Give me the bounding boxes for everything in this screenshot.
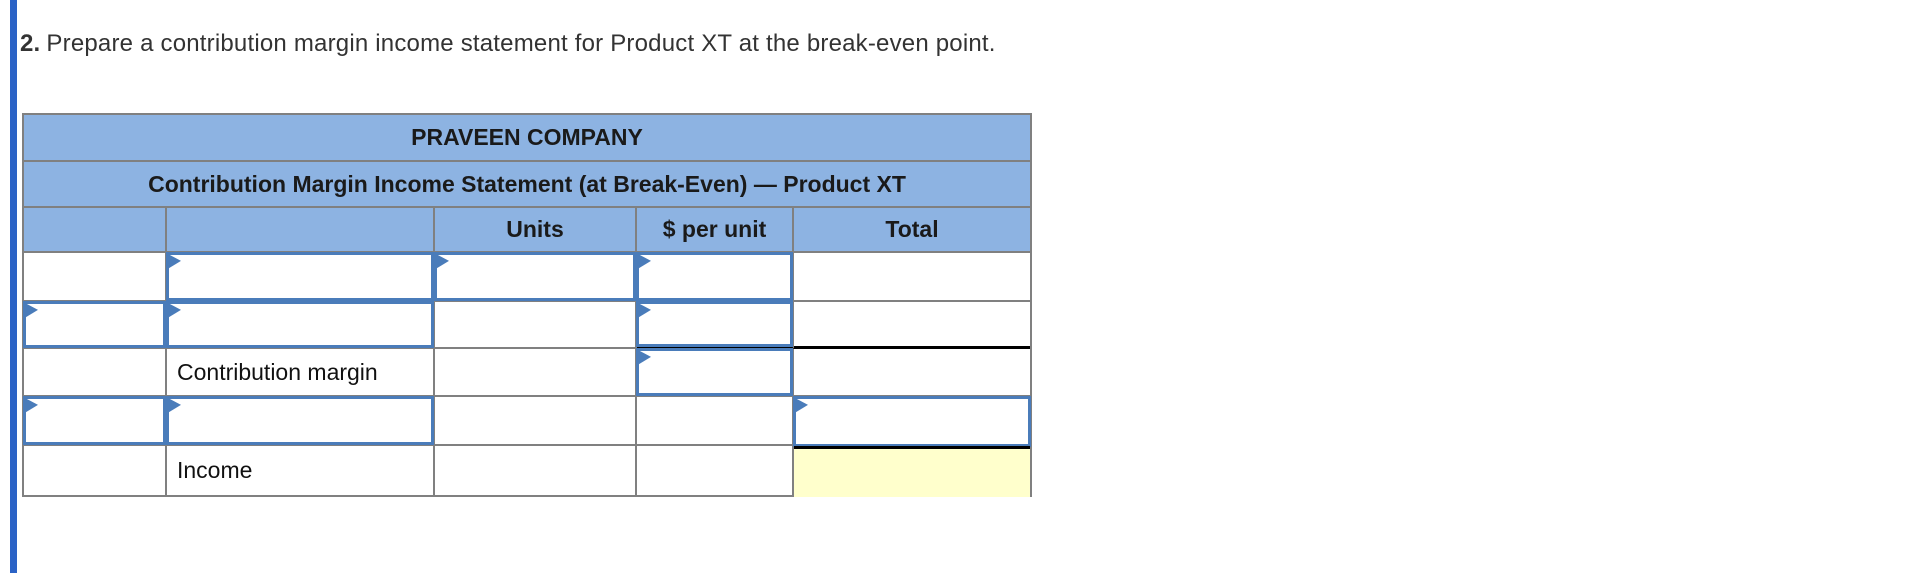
table-row-title: PRAVEEN COMPANY (24, 115, 1030, 162)
col-header-blank-2 (167, 208, 435, 253)
instruction-number: 2. (20, 30, 41, 57)
flag-icon (25, 303, 38, 318)
table-row-4 (23, 396, 1031, 447)
col-header-total: Total (794, 208, 1030, 253)
row4-left-cell (23, 396, 167, 446)
answer-input[interactable] (166, 396, 434, 445)
row5-per-unit-cell (637, 446, 794, 495)
row2-units-cell (435, 302, 637, 349)
table-row-1 (24, 252, 1030, 302)
table-row-contribution-margin: Contribution margin (24, 348, 1030, 397)
row2-left-cell (23, 301, 167, 349)
income-total-highlighted-cell[interactable] (794, 446, 1030, 497)
flag-icon (25, 398, 38, 413)
col-header-blank-1 (24, 208, 167, 253)
row1-total-cell (794, 253, 1030, 302)
row5-units-cell (435, 446, 637, 495)
contribution-margin-label: Contribution margin (167, 349, 435, 397)
flag-icon (168, 303, 181, 318)
row4-per-unit-cell (637, 397, 794, 446)
income-statement-table: PRAVEEN COMPANY Contribution Margin Inco… (22, 113, 1032, 497)
answer-input[interactable] (23, 396, 166, 445)
row1-per-unit-cell (636, 252, 794, 302)
row1-units-cell (434, 252, 637, 302)
company-title: PRAVEEN COMPANY (24, 115, 1030, 162)
row4-total-cell (793, 396, 1031, 447)
flag-icon (638, 350, 651, 365)
answer-input[interactable] (23, 301, 166, 348)
statement-subtitle: Contribution Margin Income Statement (at… (24, 162, 1030, 208)
flag-icon (795, 398, 808, 413)
row3-left-cell (24, 349, 167, 397)
row3-per-unit-cell (636, 348, 794, 397)
answer-input[interactable] (434, 252, 636, 301)
row2-description-cell (166, 301, 435, 349)
answer-input[interactable] (636, 252, 793, 301)
table-row-income: Income (24, 446, 1030, 497)
row4-description-cell (166, 396, 435, 446)
instruction-text: Prepare a contribution margin income sta… (46, 30, 996, 57)
table-row-2 (23, 301, 1030, 349)
row2-per-unit-cell (636, 301, 794, 349)
answer-input[interactable] (636, 348, 793, 396)
table-row-subtitle: Contribution Margin Income Statement (at… (24, 162, 1030, 208)
answer-input[interactable] (636, 301, 793, 347)
row1-description-cell (166, 252, 435, 302)
row3-total-cell (794, 349, 1030, 397)
table-row-column-headers: Units $ per unit Total (24, 208, 1030, 253)
answer-input[interactable] (166, 252, 434, 301)
col-header-per-unit: $ per unit (637, 208, 794, 253)
col-header-units: Units (435, 208, 637, 253)
flag-icon (638, 254, 651, 269)
row5-left-cell (24, 446, 167, 495)
row4-units-cell (435, 397, 637, 446)
instruction-line: 2.Prepare a contribution margin income s… (20, 30, 996, 58)
flag-icon (168, 398, 181, 413)
flag-icon (168, 254, 181, 269)
flag-icon (436, 254, 449, 269)
answer-input[interactable] (166, 301, 434, 348)
income-label: Income (167, 446, 435, 495)
left-accent-bar (10, 0, 17, 573)
flag-icon (638, 303, 651, 318)
row3-units-cell (435, 349, 637, 397)
row1-left-cell (24, 253, 167, 302)
answer-input[interactable] (793, 396, 1031, 447)
row2-total-cell (794, 302, 1030, 349)
